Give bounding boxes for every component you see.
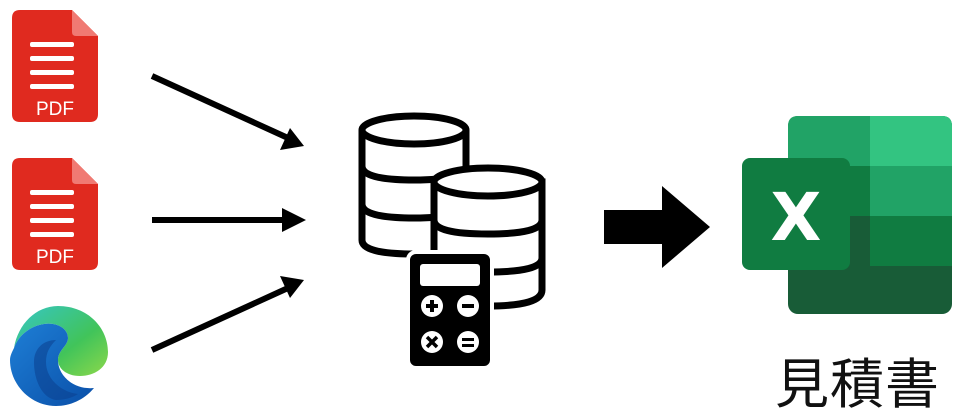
input-arrows [140,60,320,360]
arrow-icon [150,276,304,353]
database-calculator-icon [356,110,556,372]
output-caption: 見積書 [775,353,940,416]
edge-browser-icon [4,302,112,410]
arrow-icon [150,73,304,150]
pdf-file-icon: PDF [12,10,98,122]
arrow-icon [152,208,306,232]
excel-icon: X [742,116,952,314]
pdf-file-icon: PDF [12,158,98,270]
excel-letter: X [771,179,822,256]
pdf-label: PDF [36,247,74,268]
pdf-label: PDF [36,99,74,120]
block-arrow-icon [604,186,714,268]
